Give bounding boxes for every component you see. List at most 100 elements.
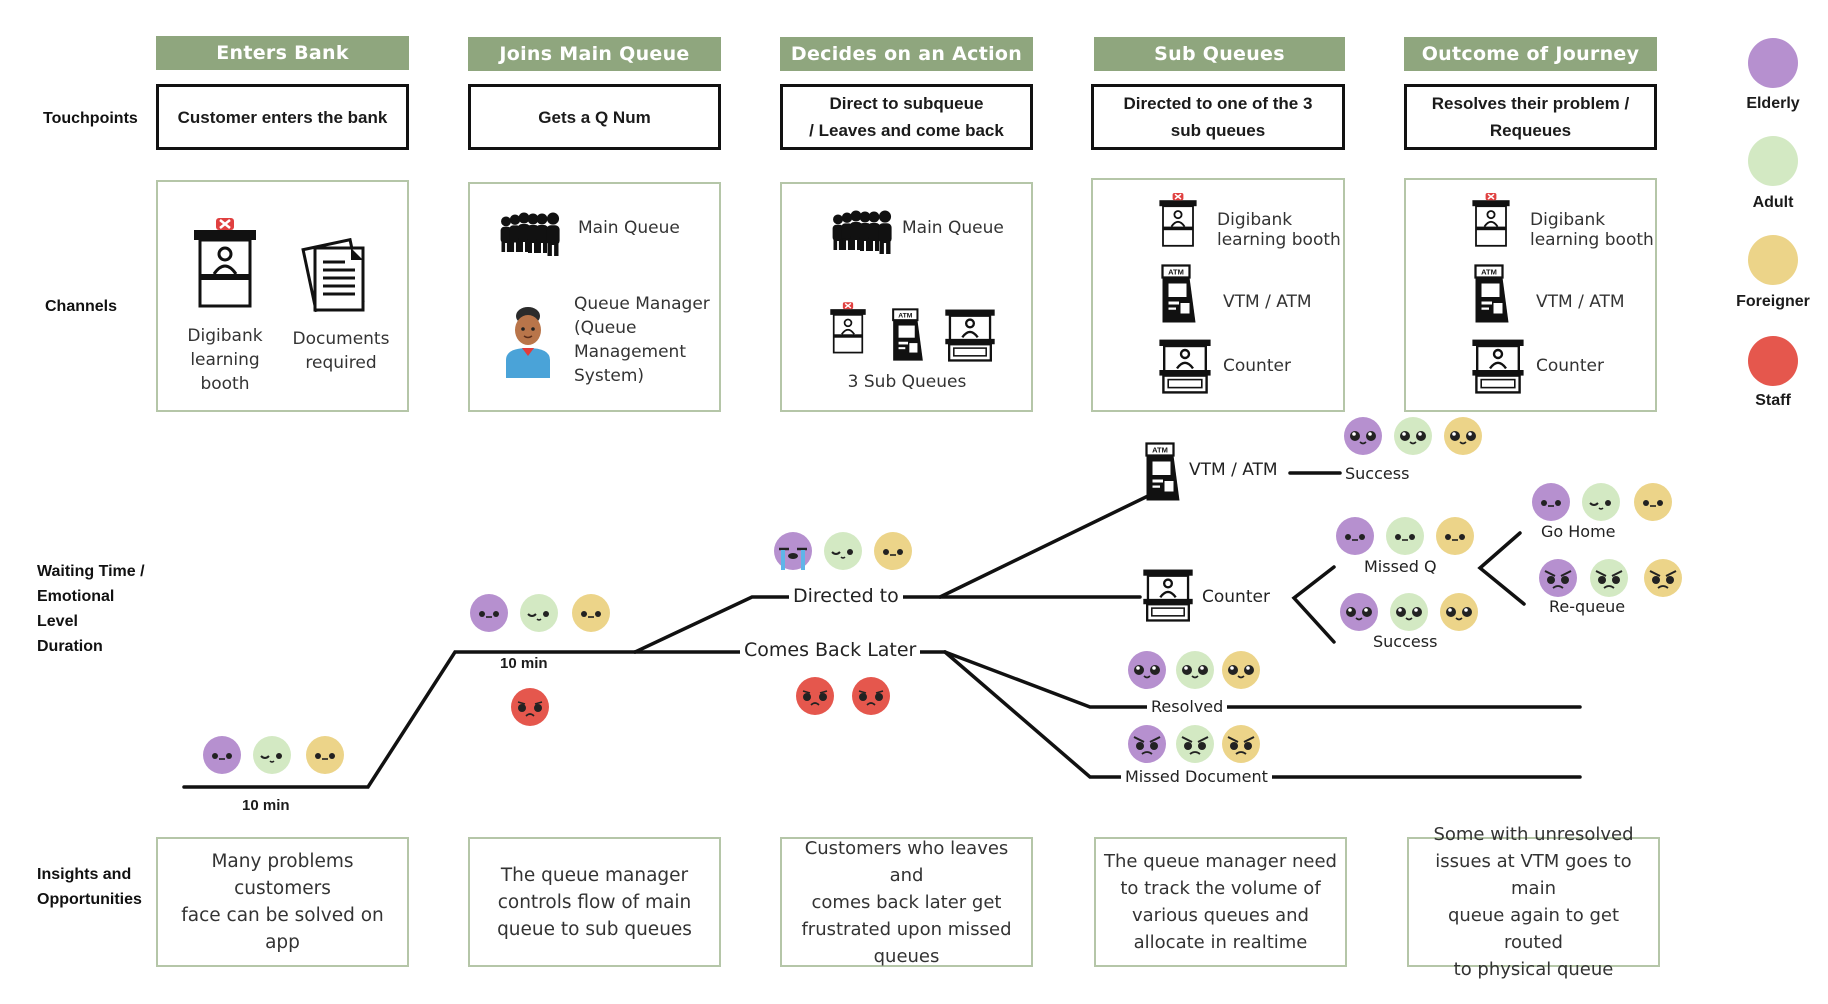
row-label-line: Duration [37, 638, 103, 655]
neutral-face-icon [306, 736, 344, 774]
line-missed-doc [943, 650, 1582, 779]
angry-face-icon [1222, 725, 1260, 763]
legend-foreigner-dot [1748, 235, 1798, 285]
atm-label: VTM / ATM [1536, 292, 1625, 312]
touchpoint-text: Requeues [1489, 121, 1572, 140]
touchpoint-box: Gets a Q Num [468, 84, 721, 150]
success-label: Success [1345, 464, 1410, 483]
neutral-face-icon [1336, 517, 1374, 555]
neutral-face-icon [203, 736, 241, 774]
insight-box: Customers who leaves and comes back late… [780, 837, 1033, 967]
queue-manager-label-line: System) [574, 366, 645, 386]
insight-box: Some with unresolved issues at VTM goes … [1407, 824, 1660, 980]
happy-face-icon [1440, 593, 1478, 631]
queue-manager-avatar-icon [506, 307, 550, 378]
insight-text: The queue manager [500, 864, 689, 886]
row-label-line: Insights and [37, 866, 132, 883]
line-enters-bank [182, 650, 637, 789]
insight-text: issues at VTM goes to main [1435, 851, 1632, 899]
insight-box: The queue manager need to track the volu… [1094, 837, 1347, 967]
line-directed [633, 595, 1142, 654]
queue-manager-label-line: Management [574, 342, 686, 362]
booth-label-line: Digibank [1217, 210, 1293, 230]
channel-box-sub-queues: Digibank learning booth VTM / ATM Counte… [1091, 178, 1345, 412]
neutral-face-icon [572, 594, 610, 632]
touchpoint-text: Gets a Q Num [538, 107, 651, 127]
insight-box: The queue manager controls flow of main … [468, 837, 721, 967]
bracket-missed-q [1477, 531, 1526, 606]
booth-label-line: learning booth [1530, 230, 1654, 250]
resolved-label: Resolved [1147, 697, 1228, 716]
neutral-face-icon [1532, 483, 1570, 521]
insight-text: allocate in realtime [1133, 932, 1308, 953]
touchpoint-box: Customer enters the bank [156, 84, 409, 150]
touchpoint-text: / Leaves and come back [809, 121, 1004, 140]
channel-box-decides: Main Queue 3 Sub Queues [780, 182, 1033, 412]
stage-header-decides-action: Decides on an Action [780, 37, 1033, 71]
row-label-touchpoints: Touchpoints [43, 110, 138, 127]
insight-box: Many problems customers face can be solv… [156, 837, 409, 967]
touchpoint-text: Customer enters the bank [177, 107, 388, 127]
row-label-line: Emotional [37, 588, 115, 605]
documents-label-line: required [305, 353, 377, 373]
booth-label-line: Digibank [187, 326, 263, 346]
happy-face-icon [1340, 593, 1378, 631]
channel-box-enters-bank: Digibank learning booth Documents requir… [156, 180, 409, 412]
content-face-icon [253, 736, 291, 774]
insight-text: Some with unresolved [1433, 824, 1634, 845]
legend-adult-dot [1748, 136, 1798, 186]
booth-label-line: learning booth [1217, 230, 1341, 250]
insight-text: controls flow of main [497, 891, 692, 913]
angry-face-icon [1128, 725, 1166, 763]
stage-header-outcome: Outcome of Journey [1404, 37, 1657, 71]
vtm-atm-label: VTM / ATM [1189, 460, 1278, 480]
stage-header-joins-main-queue: Joins Main Queue [468, 37, 721, 71]
booth-label-line: Digibank [1530, 210, 1606, 230]
neutral-face-icon [1436, 517, 1474, 555]
insight-text: to physical queue [1453, 959, 1614, 980]
main-queue-label: Main Queue [578, 218, 680, 238]
touchpoint-text: sub queues [1170, 121, 1266, 140]
angry-face-icon [1539, 559, 1577, 597]
duration-label: 10 min [500, 655, 548, 672]
missed-document-label: Missed Document [1121, 767, 1272, 786]
happy-face-icon [1222, 651, 1260, 689]
content-face-icon [520, 594, 558, 632]
re-queue-label: Re-queue [1549, 597, 1626, 616]
insight-text: Customers who leaves and [804, 837, 1009, 886]
neutral-face-icon [470, 594, 508, 632]
content-face-icon [1582, 483, 1620, 521]
insight-text: frustrated upon missed [801, 918, 1012, 940]
counter-label: Counter [1202, 587, 1270, 607]
row-label-insights: Insights and Opportunities [37, 862, 142, 912]
touchpoint-text: Direct to subqueue [829, 94, 984, 113]
happy-face-icon [1444, 417, 1482, 455]
duration-label: 10 min [242, 797, 290, 814]
booth-label: Digibank learning booth [170, 324, 280, 396]
queue-manager-label-line: (Queue [574, 318, 637, 338]
documents-label: Documents required [286, 327, 396, 375]
queue-manager-label-line: Queue Manager [574, 294, 710, 314]
angry-face-icon [1590, 559, 1628, 597]
touchpoint-box: Direct to subqueue / Leaves and come bac… [780, 84, 1033, 150]
booth-label-line: booth [200, 374, 250, 394]
touchpoint-box: Resolves their problem / Requeues [1404, 84, 1657, 150]
documents-label-line: Documents [292, 329, 390, 349]
insight-text: queue to sub queues [497, 918, 692, 940]
insight-text: Many problems customers [211, 851, 354, 899]
row-label-line: Opportunities [37, 891, 142, 908]
atm-icon [1143, 442, 1183, 502]
queue-manager-label: Queue Manager (Queue Management System) [574, 292, 710, 388]
happy-face-icon [1344, 417, 1382, 455]
sad-face-icon [511, 688, 549, 726]
insight-text: queue again to get routed [1447, 905, 1620, 953]
sad-face-icon [796, 677, 834, 715]
row-label-line: Waiting Time / [37, 563, 145, 580]
touchpoint-box: Directed to one of the 3 sub queues [1091, 84, 1345, 150]
happy-face-icon [1390, 593, 1428, 631]
missed-q-label: Missed Q [1364, 557, 1437, 576]
atm-label: VTM / ATM [1223, 292, 1312, 312]
line-resolved [943, 650, 1582, 709]
counter-label: Counter [1223, 356, 1291, 376]
